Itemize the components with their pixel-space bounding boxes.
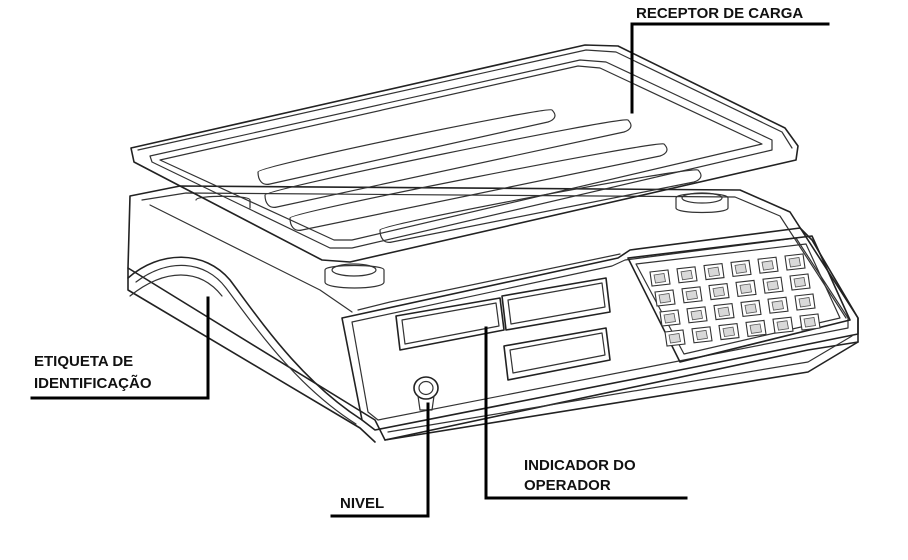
keypad-key-face (788, 257, 801, 268)
display-windows (395, 277, 611, 381)
label-load-receptor: RECEPTOR DE CARGA (636, 5, 803, 22)
keypad-key-face (744, 303, 757, 314)
leader-load-receptor (630, 22, 830, 114)
label-operator-line2: OPERADOR (524, 477, 611, 494)
display-window-3 (503, 327, 611, 381)
keypad-key-face (793, 277, 806, 288)
keypad-key-face (690, 309, 703, 321)
keypad-key-face (761, 260, 774, 271)
leader-id-label (30, 296, 210, 400)
keypad-key-face (680, 269, 693, 281)
leader-lines (30, 22, 830, 518)
label-id-line2: IDENTIFICAÇÃO (34, 374, 152, 392)
keypad (627, 235, 851, 363)
keypad-key-face (685, 289, 698, 301)
keypad-key-face (749, 323, 762, 334)
front-panel (341, 227, 859, 431)
leader-level (330, 402, 430, 518)
keypad-key-face (668, 333, 681, 344)
scale-base (127, 185, 859, 443)
load-receptor-tray (130, 44, 799, 289)
id-label-arch (127, 256, 363, 425)
label-id-line1: ETIQUETA DE (34, 353, 133, 370)
label-level: NIVEL (340, 495, 384, 512)
keypad-key-face (798, 297, 811, 308)
keypad-key-face (707, 266, 720, 278)
keypad-key-face (695, 329, 708, 341)
leader-operator (484, 326, 688, 500)
keypad-key-face (658, 293, 671, 304)
keypad-key-face (717, 306, 730, 318)
level-bubble (413, 376, 439, 411)
keypad-key-face (766, 280, 779, 291)
display-window-1 (395, 297, 505, 351)
keypad-key-face (653, 273, 666, 284)
keypad-key-face (739, 283, 752, 294)
display-window-2 (501, 277, 611, 331)
label-operator-line1: INDICADOR DO (524, 457, 636, 474)
keypad-key-face (712, 286, 725, 298)
keypad-key-face (776, 320, 789, 331)
keypad-key-face (771, 300, 784, 311)
keypad-key-face (663, 313, 676, 324)
keypad-key-face (722, 326, 735, 338)
keypad-key-face (803, 317, 816, 328)
keypad-key-face (734, 263, 747, 274)
